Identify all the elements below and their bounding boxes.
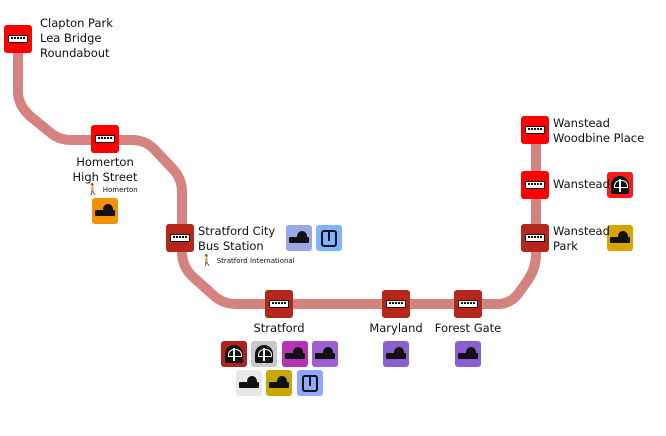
route-line <box>13 39 541 309</box>
interchange-tile[interactable] <box>282 341 308 367</box>
interchange-tile[interactable] <box>316 225 342 251</box>
bus-icon <box>386 300 406 308</box>
bus-icon <box>525 181 545 189</box>
stop-label: Stratford <box>253 321 305 335</box>
interchange-tile[interactable] <box>383 341 409 367</box>
bus-icon <box>525 234 545 242</box>
interchange-tile[interactable] <box>221 341 247 367</box>
tube-icon <box>611 176 629 194</box>
stop-marker[interactable] <box>166 224 194 252</box>
stop-label: Forest Gate <box>434 321 502 335</box>
bus-icon <box>525 126 545 134</box>
stop-marker[interactable] <box>454 290 482 318</box>
interchange-tile[interactable] <box>266 370 292 396</box>
bus-icon <box>458 300 478 308</box>
stop-label: Wanstead Park <box>553 224 610 253</box>
stop-label: Maryland <box>369 321 423 335</box>
train-icon <box>289 231 309 245</box>
interchange-tile[interactable] <box>297 370 323 396</box>
train-icon <box>610 231 630 245</box>
train-icon <box>285 347 305 361</box>
walking-person-icon: 🚶 <box>200 254 214 267</box>
stop-label: Homerton High Street <box>72 155 138 184</box>
stop-label: Wanstead Woodbine Place <box>553 116 645 145</box>
stop-marker[interactable] <box>91 125 119 153</box>
stop-label: Wanstead <box>553 177 610 191</box>
interchange-tile[interactable] <box>251 341 277 367</box>
stop-marker[interactable] <box>521 116 549 144</box>
stop-marker[interactable] <box>265 290 293 318</box>
dlr-icon <box>321 229 337 247</box>
interchange-tile[interactable] <box>236 370 262 396</box>
bus-icon <box>95 135 115 143</box>
tube-icon <box>255 345 273 363</box>
stop-marker[interactable] <box>521 171 549 199</box>
train-icon <box>239 376 259 390</box>
interchange-tile[interactable] <box>455 341 481 367</box>
stop-marker[interactable] <box>521 224 549 252</box>
interchange-tile[interactable] <box>286 225 312 251</box>
stop-marker[interactable] <box>4 25 32 53</box>
train-icon <box>458 347 478 361</box>
walking-person-icon: 🚶 <box>86 183 100 196</box>
train-icon <box>386 347 406 361</box>
train-icon <box>315 347 335 361</box>
stop-label: Stratford City Bus Station <box>198 224 276 253</box>
bus-icon <box>170 234 190 242</box>
dlr-icon <box>302 374 318 392</box>
walking-interchange: 🚶Homerton <box>86 183 138 196</box>
interchange-tile[interactable] <box>607 172 633 198</box>
walking-interchange-label: Stratford International <box>216 256 295 265</box>
interchange-tile[interactable] <box>92 198 118 224</box>
interchange-tile[interactable] <box>607 225 633 251</box>
train-icon <box>269 376 289 390</box>
walking-interchange: 🚶Stratford International <box>200 254 295 267</box>
stop-label: Clapton Park Lea Bridge Roundabout <box>40 16 113 60</box>
walking-interchange-label: Homerton <box>102 185 138 194</box>
bus-icon <box>269 300 289 308</box>
stop-marker[interactable] <box>382 290 410 318</box>
interchange-tile[interactable] <box>312 341 338 367</box>
bus-icon <box>8 35 28 43</box>
tube-icon <box>225 345 243 363</box>
train-icon <box>95 204 115 218</box>
